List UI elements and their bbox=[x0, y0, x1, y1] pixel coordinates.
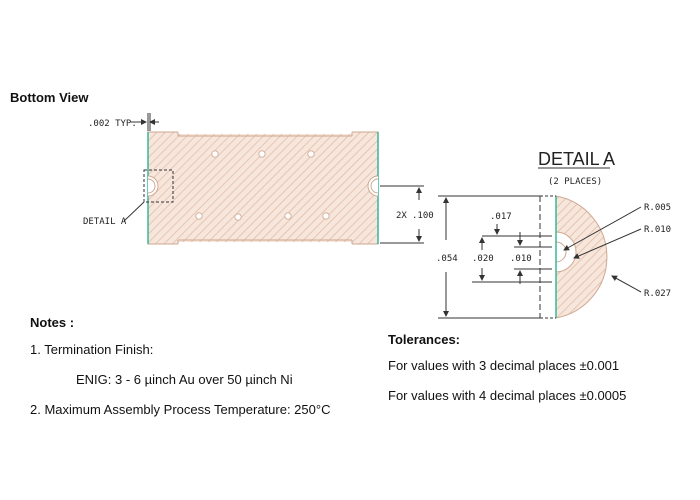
tolerances-heading: Tolerances: bbox=[388, 332, 461, 347]
r027-leader bbox=[611, 275, 642, 293]
r-010: R.010 bbox=[644, 225, 671, 235]
bottom-view-title: Bottom View bbox=[10, 90, 89, 105]
note-enig: ENIG: 3 - 6 µinch Au over 50 µinch Ni bbox=[76, 372, 293, 387]
r-005: R.005 bbox=[644, 203, 671, 213]
dim-010: .010 bbox=[510, 254, 532, 264]
dim-2x: 2X bbox=[396, 211, 407, 221]
tolerance-4-decimal: For values with 4 decimal places ±0.0005 bbox=[388, 388, 627, 403]
component-body bbox=[147, 128, 379, 246]
dim-100: .100 bbox=[412, 211, 434, 221]
detail-a-leader bbox=[123, 201, 145, 222]
notes-heading: Notes : bbox=[30, 315, 75, 330]
dim-054: .054 bbox=[436, 254, 458, 264]
castellation-left bbox=[147, 175, 159, 197]
castellation-right bbox=[367, 175, 379, 197]
r010-leader bbox=[573, 228, 642, 259]
r005-leader bbox=[563, 206, 642, 251]
detail-a-label: DETAIL A bbox=[83, 217, 127, 227]
detail-a-title: DETAIL A bbox=[538, 149, 615, 169]
r-027: R.027 bbox=[644, 289, 671, 299]
note-termination-finish: 1. Termination Finish: bbox=[30, 342, 154, 357]
dim-017: .017 bbox=[490, 212, 512, 222]
dim-002-typ: .002 TYP. bbox=[88, 119, 137, 129]
tolerance-3-decimal: For values with 3 decimal places ±0.001 bbox=[388, 358, 620, 373]
vias bbox=[195, 150, 330, 221]
note-max-temp: 2. Maximum Assembly Process Temperature:… bbox=[30, 402, 331, 417]
dim-020: .020 bbox=[472, 254, 494, 264]
detail-a-geometry bbox=[539, 195, 608, 319]
detail-a-subtitle: (2 PLACES) bbox=[548, 177, 602, 187]
detail-a-box bbox=[143, 169, 174, 203]
